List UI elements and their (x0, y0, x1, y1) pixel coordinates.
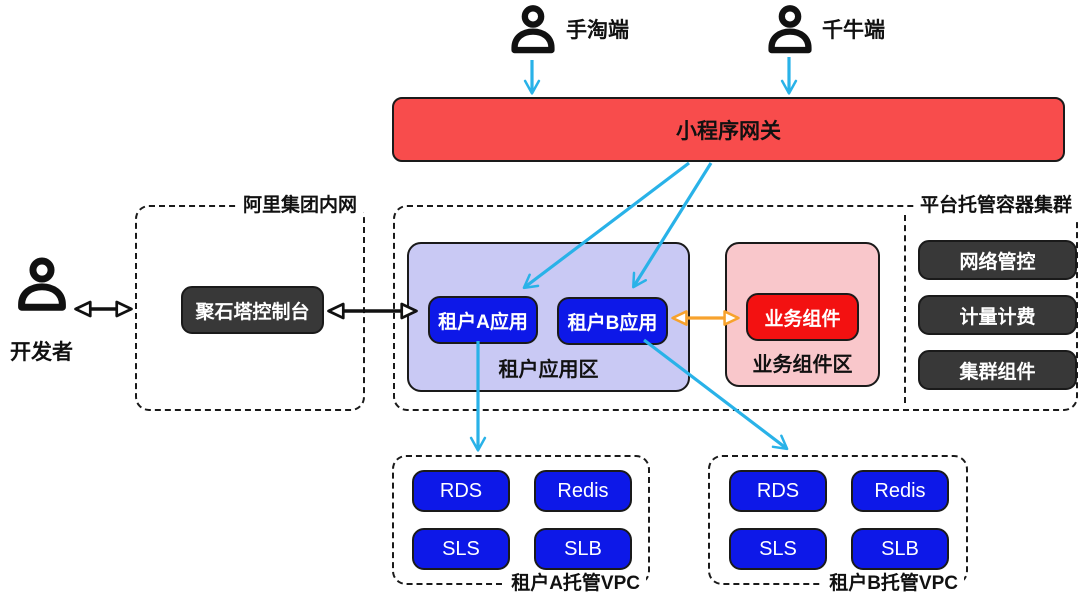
vpc-a-box: RDS Redis SLS SLB 租户A托管VPC (392, 455, 650, 597)
console-button: 聚石塔控制台 (181, 286, 324, 334)
service-button-slb: SLB (851, 528, 949, 570)
intranet-box: 阿里集团内网 聚石塔控制台 (135, 193, 365, 411)
cluster-service-label: 计量计费 (959, 306, 1036, 328)
tenant-zone-title: 租户应用区 (498, 359, 599, 381)
vpc-b-box: RDS Redis SLS SLB 租户B托管VPC (708, 455, 968, 597)
service-label: SLS (759, 537, 797, 560)
user-icon (511, 5, 555, 54)
platform-box: 平台托管容器集群 租户A应用 租户B应用 租户应用区 业务组件 业务组件区 网络… (393, 193, 1078, 411)
service-button-rds: RDS (729, 470, 827, 512)
service-button-slb: SLB (534, 528, 632, 570)
vpc-b-title: 租户B托管VPC (823, 571, 964, 597)
biz-component-label: 业务组件 (764, 308, 841, 330)
biz-component-button: 业务组件 (746, 293, 859, 341)
actor-developer-label: 开发者 (10, 341, 73, 364)
service-button-redis: Redis (534, 470, 632, 512)
gateway-label: 小程序网关 (676, 119, 781, 143)
tenant-a-app-button: 租户A应用 (428, 296, 538, 344)
biz-zone: 业务组件 业务组件区 (725, 242, 880, 387)
actor-qianniu-label: 千牛端 (822, 19, 885, 42)
vpc-a-title: 租户A托管VPC (505, 571, 646, 597)
service-button-rds: RDS (412, 470, 510, 512)
service-label: RDS (756, 479, 800, 502)
platform-box-title: 平台托管容器集群 (913, 193, 1078, 219)
tenant-b-app-button: 租户B应用 (557, 297, 668, 345)
service-label: SLB (564, 537, 602, 560)
gateway-bar: 小程序网关 (392, 97, 1065, 162)
developer-icon (18, 257, 66, 311)
platform-divider (904, 215, 906, 403)
tenant-b-app-label: 租户B应用 (567, 312, 658, 334)
cluster-service-button: 网络管控 (918, 240, 1077, 280)
biz-zone-title: 业务组件区 (752, 354, 853, 376)
service-button-redis: Redis (851, 470, 949, 512)
actor-shoutao-label: 手淘端 (566, 19, 629, 42)
cluster-service-button: 集群组件 (918, 350, 1077, 390)
cluster-service-button: 计量计费 (918, 295, 1077, 335)
intranet-box-title: 阿里集团内网 (236, 193, 363, 219)
service-label: Redis (874, 479, 926, 502)
user-icon (768, 5, 812, 54)
service-button-sls: SLS (729, 528, 827, 570)
tenant-zone: 租户A应用 租户B应用 租户应用区 (407, 242, 690, 392)
service-label: RDS (439, 479, 483, 502)
console-label: 聚石塔控制台 (195, 301, 310, 323)
cluster-service-label: 网络管控 (959, 251, 1036, 273)
service-button-sls: SLS (412, 528, 510, 570)
cluster-service-label: 集群组件 (959, 361, 1036, 383)
service-label: SLS (442, 537, 480, 560)
service-label: Redis (557, 479, 609, 502)
service-label: SLB (881, 537, 919, 560)
tenant-a-app-label: 租户A应用 (438, 311, 528, 333)
